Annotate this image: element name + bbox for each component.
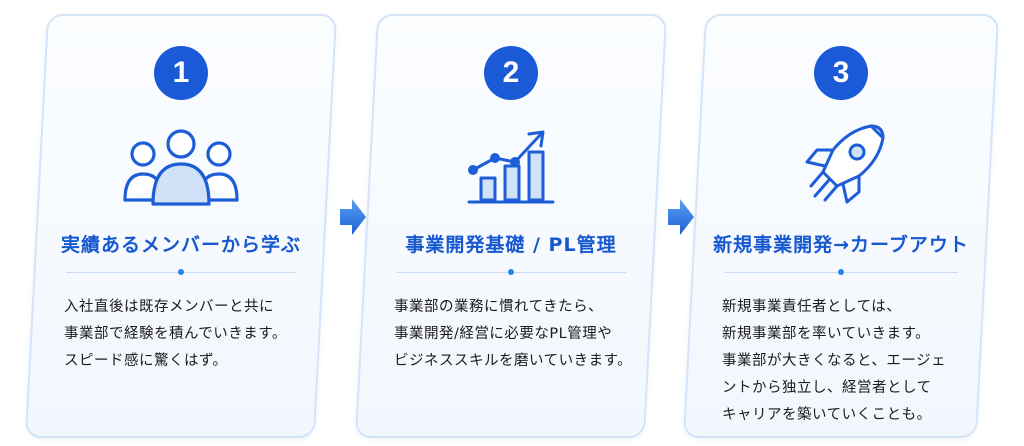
description-line: 事業部が大きくなると、エージェ bbox=[722, 353, 947, 369]
description-line: 事業部の業務に慣れてきたら、 bbox=[394, 299, 604, 315]
arrow-right-icon bbox=[340, 197, 366, 237]
description-line: 事業部で経験を積んでいきます。 bbox=[64, 326, 287, 342]
step-title: 新規事業開発→カーブアウト bbox=[713, 234, 969, 256]
description-line: キャリアを築いていくことも。 bbox=[722, 407, 932, 423]
divider-dot bbox=[838, 269, 844, 275]
divider-dot bbox=[508, 269, 514, 275]
step-description: 新規事業責任者としては、 新規事業部を率いていきます。 事業部が大きくなると、エ… bbox=[722, 294, 968, 429]
divider bbox=[396, 269, 626, 275]
step-number-badge: 2 bbox=[484, 46, 538, 100]
description-line: スピード感に驚くはず。 bbox=[64, 353, 228, 369]
description-line: ントから独立し、経営者として bbox=[722, 380, 932, 396]
step-title: 事業開発基礎 / PL管理 bbox=[405, 234, 617, 256]
step-description: 入社直後は既存メンバーと共に 事業部で経験を積んでいきます。 スピード感に驚くは… bbox=[64, 294, 306, 375]
step-number-badge: 1 bbox=[154, 46, 208, 100]
divider bbox=[724, 269, 958, 275]
description-line: 新規事業責任者としては、 bbox=[722, 299, 902, 315]
arrow-right-icon bbox=[668, 197, 694, 237]
description-line: 入社直後は既存メンバーと共に bbox=[64, 299, 274, 315]
rocket-icon bbox=[771, 120, 911, 210]
step-number-badge: 3 bbox=[814, 46, 868, 100]
step-title: 実績あるメンバーから学ぶ bbox=[60, 234, 301, 256]
step-card-1: 1 実績あるメンバーから学ぶ 入社直後は既存メンバーと共に 事業部で経験を積んで… bbox=[24, 14, 338, 438]
growth-chart-icon bbox=[441, 120, 581, 210]
description-line: 新規事業部を率いていきます。 bbox=[722, 326, 931, 342]
divider bbox=[66, 269, 296, 275]
step-card-3: 3 新規事業開発→カーブアウト 新規事業責任者としては、 新規事業部を率いていき… bbox=[682, 14, 1000, 438]
divider-dot bbox=[178, 269, 184, 275]
description-line: 事業開発/経営に必要なPL管理や bbox=[394, 326, 613, 342]
people-icon bbox=[111, 120, 251, 210]
step-description: 事業部の業務に慣れてきたら、 事業開発/経営に必要なPL管理や ビジネススキルを… bbox=[394, 294, 636, 375]
step-card-2: 2 事業開発基礎 / PL管理 事業部の業務に慣れてきたら、 事業開発/経営に必… bbox=[354, 14, 668, 438]
description-line: ビジネススキルを磨いていきます。 bbox=[394, 353, 633, 369]
